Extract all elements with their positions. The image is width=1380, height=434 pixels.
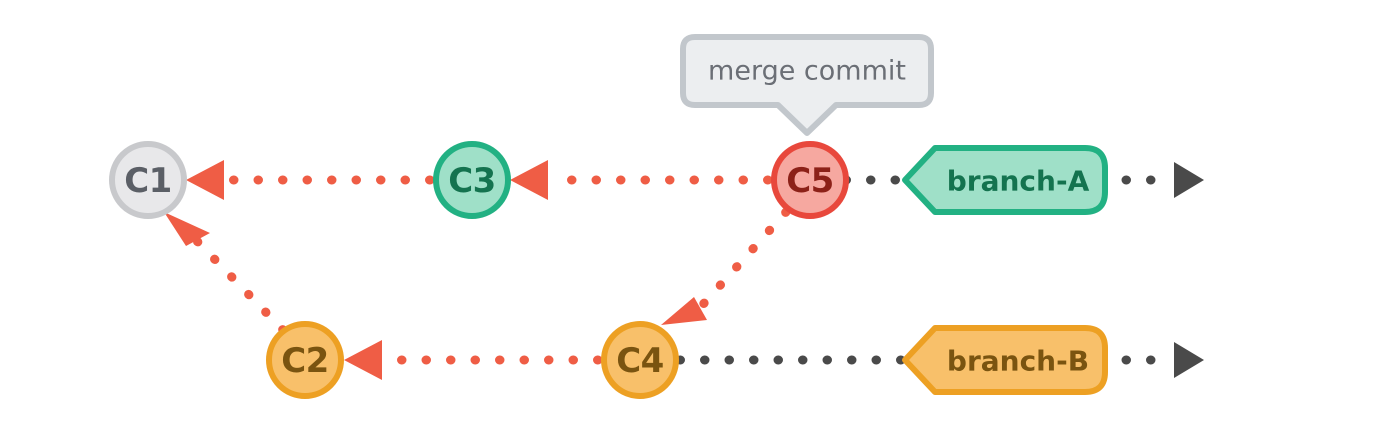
edge-c4-to-c2-arrowhead <box>344 340 382 380</box>
branch-tag-branch-b-shape <box>902 325 1108 395</box>
branch-tag-branch-a[interactable]: branch-A <box>902 145 1108 215</box>
branch-tag-branch-b[interactable]: branch-B <box>902 325 1108 395</box>
commit-node-c5[interactable]: C5 <box>771 141 849 219</box>
head-arrow-a <box>1121 162 1204 198</box>
edge-c5-to-c4-arrowhead <box>661 297 707 325</box>
edge-c2-to-c1-arrowhead <box>164 212 210 246</box>
edge-c2-to-c1-dots <box>191 235 288 335</box>
commit-node-c4[interactable]: C4 <box>601 321 679 399</box>
commit-node-c1[interactable]: C1 <box>109 141 187 219</box>
edge-c3-to-c1 <box>186 160 435 200</box>
edge-c4-to-c2 <box>344 340 603 380</box>
commit-node-c2-circle <box>266 321 344 399</box>
head-arrow-b-arrowhead <box>1174 342 1204 378</box>
edge-c5-to-c3-arrowhead <box>510 160 548 200</box>
commit-node-c4-circle <box>601 321 679 399</box>
merge-commit-tooltip-bubble <box>680 34 934 136</box>
commit-node-c3[interactable]: C3 <box>433 141 511 219</box>
edge-c5-to-c4 <box>661 207 791 325</box>
commit-node-c3-circle <box>433 141 511 219</box>
edge-layer <box>164 160 1204 380</box>
edge-c3-to-c1-arrowhead <box>186 160 224 200</box>
head-arrow-b <box>1121 342 1204 378</box>
commit-node-c1-circle <box>109 141 187 219</box>
commit-node-c2[interactable]: C2 <box>266 321 344 399</box>
branch-tag-branch-a-shape <box>902 145 1108 215</box>
merge-commit-tooltip: merge commit <box>680 34 934 136</box>
edge-c5-to-c3 <box>510 160 773 200</box>
edge-c2-to-c1 <box>164 212 288 335</box>
head-arrow-a-arrowhead <box>1174 162 1204 198</box>
commit-node-c5-circle <box>771 141 849 219</box>
edge-c5-to-c4-dots <box>693 207 791 315</box>
